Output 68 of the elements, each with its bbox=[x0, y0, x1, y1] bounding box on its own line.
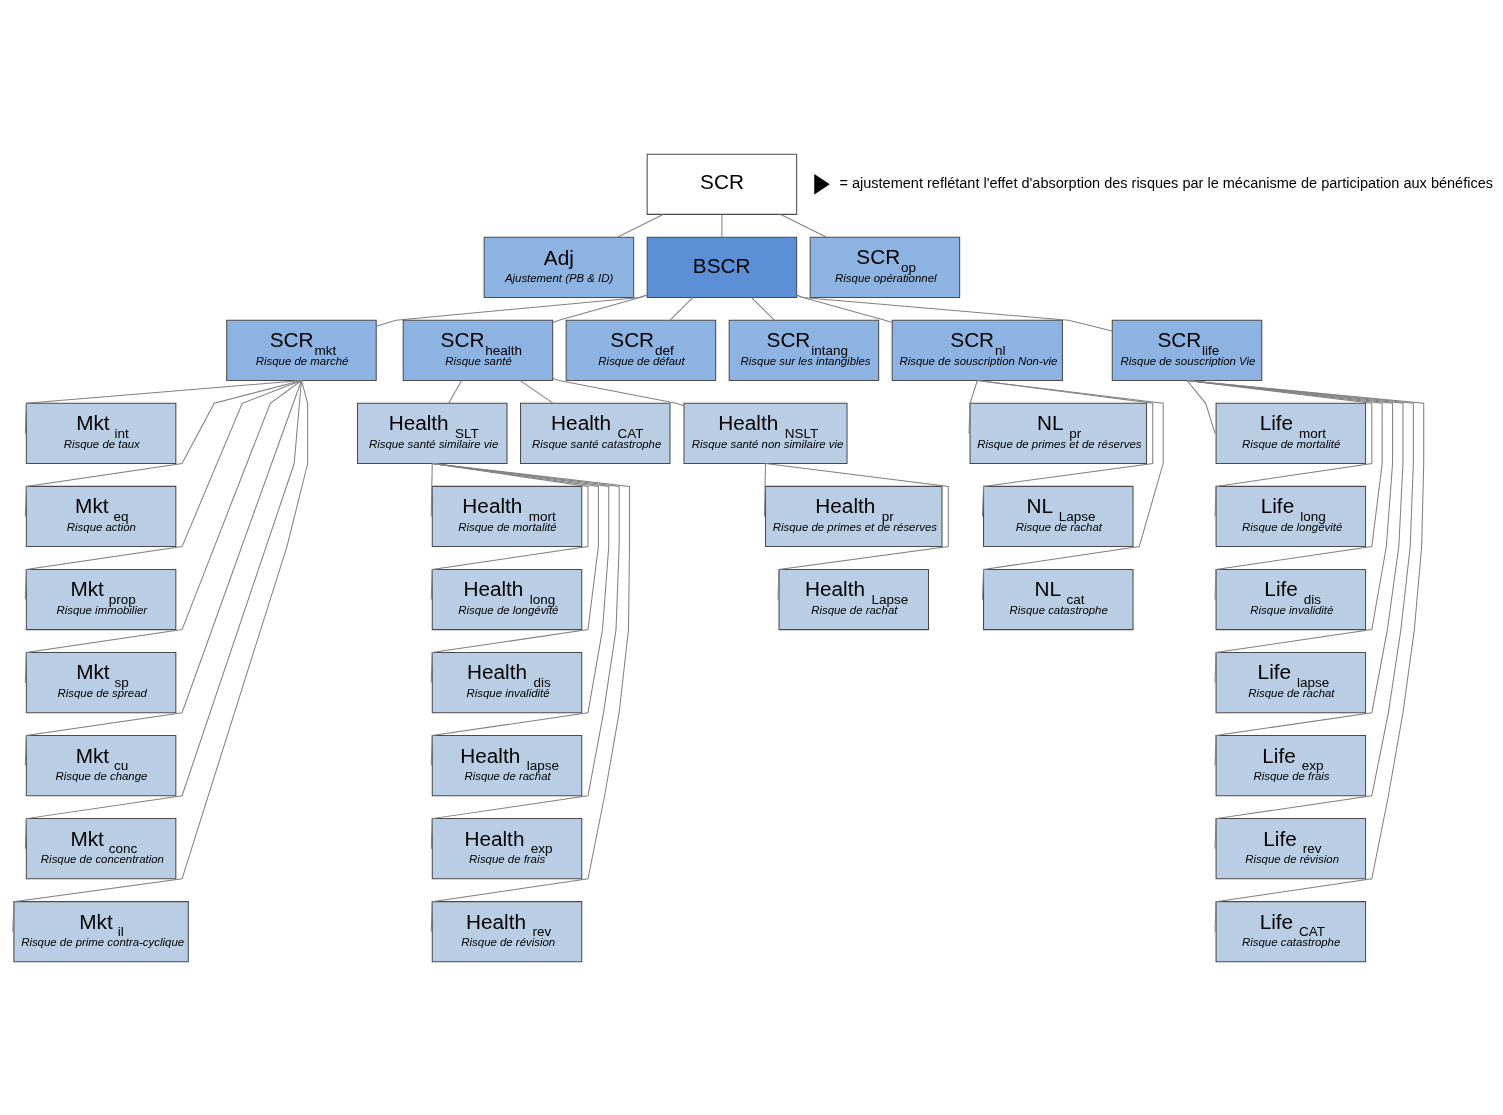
node-box: Health $_{rev}$ Risque de révision bbox=[431, 900, 583, 962]
connector bbox=[24, 379, 302, 766]
node-box: Health $_{long}$ Risque de longévité bbox=[431, 568, 583, 630]
node-box: Life $_{CAT}$ Risque catastrophe bbox=[1215, 900, 1367, 962]
connector bbox=[24, 379, 302, 849]
connector bbox=[519, 379, 554, 404]
connector bbox=[1186, 379, 1394, 683]
connector bbox=[375, 293, 648, 327]
legend-label: = ajustement reflétant l'effet d'absorption des risques par le mécanisme de participation aux bénéfices bbox=[839, 174, 1494, 191]
node-box: Health $_{NSLT}$ Risque santé non similaire vie bbox=[683, 402, 848, 464]
connector bbox=[1186, 379, 1383, 600]
node-box: Health $_{mort}$ Risque de mortalité bbox=[431, 485, 583, 547]
node-box: BSCR bbox=[646, 236, 798, 298]
node-box: SCR$_{nl}$ Risque de souscription Non-vie bbox=[891, 319, 1063, 381]
node-box: Health $_{Lapse}$ Risque de rachat bbox=[778, 568, 930, 630]
node-box: Life $_{lapse}$ Risque de rachat bbox=[1215, 651, 1367, 713]
node-box: Health $_{lapse}$ Risque de rachat bbox=[431, 734, 583, 796]
node-box: SCR$_{health}$ Risque santé bbox=[402, 319, 554, 381]
connector bbox=[24, 379, 302, 517]
node-box: Mkt $_{conc}$ Risque de concentration bbox=[25, 817, 177, 879]
connector bbox=[1186, 379, 1404, 766]
connector bbox=[1186, 379, 1425, 932]
connector bbox=[24, 379, 302, 600]
node-box: SCR$_{op}$ Risque opérationnel bbox=[809, 236, 961, 298]
node-box: SCR$_{life}$ Risque de souscription Vie bbox=[1111, 319, 1263, 381]
connector bbox=[721, 213, 723, 238]
connector bbox=[12, 379, 309, 932]
connector bbox=[976, 379, 1164, 600]
node-box: SCR$_{intang}$ Risque sur les intangibles bbox=[728, 319, 880, 381]
connector bbox=[552, 293, 648, 323]
node-box: Health $_{dis}$ Risque invalidité bbox=[431, 651, 583, 713]
node-box: Life $_{long}$ Risque de longévité bbox=[1215, 485, 1367, 547]
connector bbox=[1186, 379, 1414, 849]
connector bbox=[968, 379, 978, 434]
node-box: Mkt $_{prop}$ Risque immobilier bbox=[25, 568, 177, 630]
connector bbox=[780, 213, 827, 238]
node-box: SCR$_{mkt}$ Risque de marché bbox=[226, 319, 377, 381]
node-box: Mkt $_{cu}$ Risque de change bbox=[25, 734, 177, 796]
node-box: Mkt $_{int}$ Risque de taux bbox=[25, 402, 177, 464]
connector bbox=[1186, 379, 1373, 517]
connector bbox=[430, 462, 433, 517]
connector bbox=[1186, 379, 1216, 434]
node-box: Adj Ajustement (PB & ID) bbox=[483, 236, 635, 298]
connector bbox=[448, 379, 462, 404]
connector bbox=[552, 377, 685, 406]
node-box: NL $_{cat}$ Risque catastrophe bbox=[983, 568, 1134, 630]
node-box: SCR bbox=[646, 153, 798, 215]
node-box: NL $_{pr}$ Risque de primes et de réserves bbox=[969, 402, 1148, 464]
node-box: SCR$_{def}$ Risque de défaut bbox=[565, 319, 717, 381]
node-box: Life $_{mort}$ Risque de mortalité bbox=[1215, 402, 1367, 464]
node-box: Health $_{pr}$ Risque de primes et de réserves bbox=[765, 485, 943, 547]
node-box: NL $_{Lapse}$ Risque de rachat bbox=[983, 485, 1134, 547]
connector bbox=[617, 213, 664, 238]
connector bbox=[24, 379, 302, 434]
node-box: Health $_{exp}$ Risque de frais bbox=[431, 817, 583, 879]
connector bbox=[796, 294, 1113, 331]
node-box: Mkt $_{eq}$ Risque action bbox=[25, 485, 177, 547]
connector bbox=[669, 296, 694, 321]
node-box: Life $_{exp}$ Risque de frais bbox=[1215, 734, 1367, 796]
connector bbox=[751, 296, 775, 321]
node-box: Health $_{CAT}$ Risque santé catastrophe bbox=[520, 402, 671, 464]
connector bbox=[24, 379, 302, 683]
node-box: Health $_{SLT}$ Risque santé similaire vie bbox=[357, 402, 508, 464]
node-box: Life $_{dis}$ Risque invalidité bbox=[1215, 568, 1367, 630]
node-box: Mkt $_{sp}$ Risque de spread bbox=[25, 651, 177, 713]
node-box: Mkt $_{il}$ Risque de prime contra-cyclique bbox=[13, 900, 189, 962]
node-box: Life $_{rev}$ Risque de révision bbox=[1215, 817, 1367, 879]
connector bbox=[763, 462, 767, 517]
